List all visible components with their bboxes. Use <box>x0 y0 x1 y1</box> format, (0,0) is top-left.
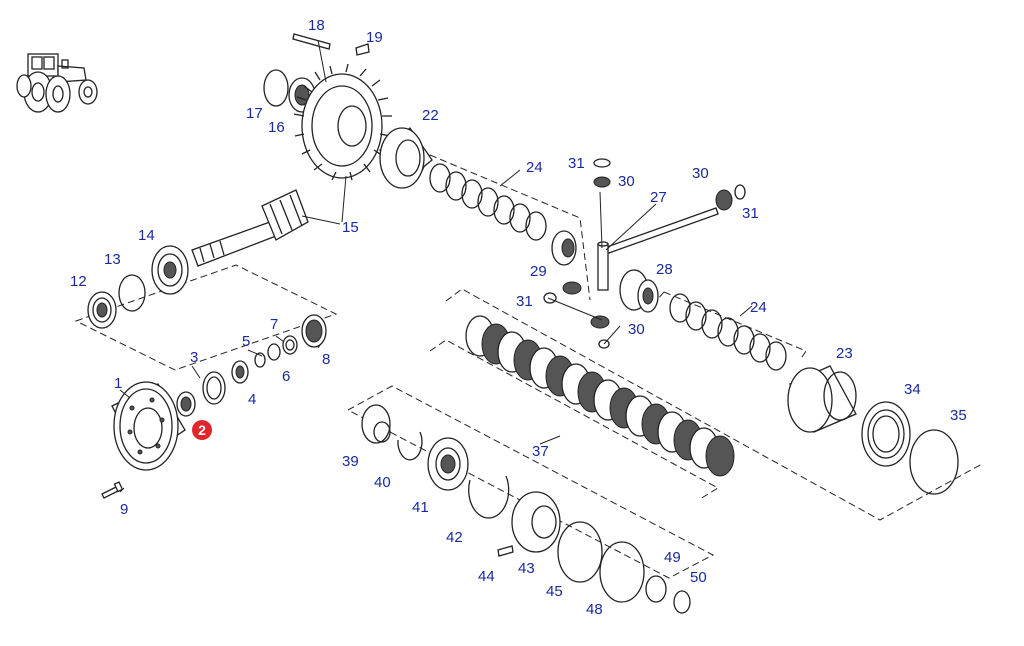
part-13-ring <box>118 274 146 312</box>
callout-31-right: 31 <box>742 205 759 222</box>
part-24-plates-lower <box>669 293 787 371</box>
callout-30-top: 30 <box>618 173 635 190</box>
part-48-ring <box>599 541 645 603</box>
callout-15: 15 <box>342 219 359 236</box>
part-17-ring <box>263 69 289 107</box>
part-41-bearing <box>427 437 469 491</box>
callout-40: 40 <box>374 474 391 491</box>
callout-7: 7 <box>270 316 278 333</box>
part-5-6-7-washers <box>254 335 298 368</box>
callout-9: 9 <box>120 501 128 518</box>
callout-24-lower: 24 <box>750 299 767 316</box>
callout-31-left: 31 <box>516 293 533 310</box>
part-28-gear <box>619 269 659 313</box>
part-3-ring <box>202 371 226 405</box>
part-44-pin <box>497 545 514 557</box>
callout-8: 8 <box>322 351 330 368</box>
callout-17: 17 <box>246 105 263 122</box>
callout-24-upper: 24 <box>526 159 543 176</box>
callout-39: 39 <box>342 453 359 470</box>
callout-34: 34 <box>904 381 921 398</box>
part-30-31-small-gears <box>543 158 746 349</box>
part-12-bearing <box>87 291 117 329</box>
callout-44: 44 <box>478 568 495 585</box>
part-4-bearing <box>231 360 249 384</box>
part-9-bolt <box>101 481 124 499</box>
callout-1: 1 <box>114 375 122 392</box>
callout-27: 27 <box>650 189 667 206</box>
callout-2: 2 <box>198 422 206 438</box>
callout-48: 48 <box>586 601 603 618</box>
part-43-piston <box>511 491 561 553</box>
tractor-icon <box>16 53 98 113</box>
highlight-badge <box>192 420 212 440</box>
part-45-ring <box>557 521 603 583</box>
crown-gear <box>293 63 392 181</box>
part-2-seal <box>176 391 196 417</box>
part-23-hub <box>787 365 857 433</box>
callout-6: 6 <box>282 368 290 385</box>
callout-49: 49 <box>664 549 681 566</box>
part-18-bolt <box>292 33 331 50</box>
part-40-ring <box>397 431 423 461</box>
callout-45: 45 <box>546 583 563 600</box>
part-49-ring <box>645 575 667 603</box>
callout-43: 43 <box>518 560 535 577</box>
part-15-pinion-shaft <box>191 189 309 267</box>
part-34-bearing <box>861 401 911 467</box>
callout-50: 50 <box>690 569 707 586</box>
part-14-bearing <box>151 245 189 295</box>
callout-28: 28 <box>656 261 673 278</box>
callout-18: 18 <box>308 17 325 34</box>
part-29-gear <box>551 230 577 266</box>
part-1-drum <box>111 381 186 471</box>
callout-23: 23 <box>836 345 853 362</box>
callout-19: 19 <box>366 29 383 46</box>
part-37-clutch-pack <box>465 315 735 477</box>
part-22-carrier <box>379 127 433 189</box>
callout-12: 12 <box>70 273 87 290</box>
callout-22: 22 <box>422 107 439 124</box>
callout-29: 29 <box>530 263 547 280</box>
callout-37: 37 <box>532 443 549 460</box>
part-39-sleeve <box>361 404 391 444</box>
callout-30-bottom: 30 <box>628 321 645 338</box>
part-24-plates-upper <box>429 163 547 241</box>
leader-lines <box>119 39 753 493</box>
callout-30-right: 30 <box>692 165 709 182</box>
part-35-ring <box>909 429 959 495</box>
callouts: 1 3 4 5 6 7 8 9 12 13 14 15 16 17 18 19 … <box>70 17 967 618</box>
part-50-ring <box>673 590 691 614</box>
callout-4: 4 <box>248 391 256 408</box>
differential-cross-pin <box>597 241 609 291</box>
callout-31-top: 31 <box>568 155 585 172</box>
callout-13: 13 <box>104 251 121 268</box>
callout-42: 42 <box>446 529 463 546</box>
callout-2-highlight[interactable]: 2 <box>192 420 212 440</box>
part-42-ring <box>468 475 510 519</box>
callout-5: 5 <box>242 333 250 350</box>
part-19-bolt <box>355 43 370 56</box>
part-8-seal <box>301 314 327 348</box>
callout-41: 41 <box>412 499 429 516</box>
callout-35: 35 <box>950 407 967 424</box>
callout-16: 16 <box>268 119 285 136</box>
callout-14: 14 <box>138 227 155 244</box>
callout-3: 3 <box>190 349 198 366</box>
part-27-shaft <box>603 207 719 255</box>
